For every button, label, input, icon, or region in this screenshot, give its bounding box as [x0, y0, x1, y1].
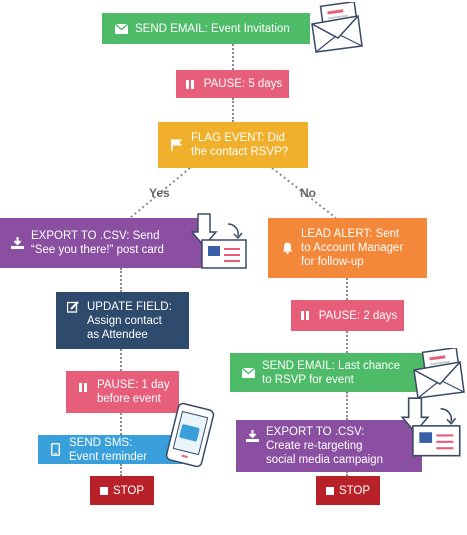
send-sms-node[interactable]: SEND SMS: Event reminder: [38, 435, 182, 464]
stop-icon: [325, 484, 334, 498]
node-label: SEND EMAIL: Last chance to RSVP for even…: [262, 359, 401, 386]
download-icon: [245, 429, 259, 443]
envelope-illustration: [311, 2, 363, 53]
lead-alert-node[interactable]: LEAD ALERT: Sent to Account Manager for …: [268, 218, 427, 278]
branch-label-no: No: [300, 186, 316, 200]
node-label: PAUSE: 1 day before event: [97, 379, 170, 405]
node-label: SEND SMS: Event reminder: [69, 436, 147, 463]
branch-label-yes: Yes: [149, 186, 170, 200]
connector: [120, 268, 122, 292]
pause-1-day-node[interactable]: PAUSE: 1 day before event: [66, 371, 179, 413]
envelope-icon: [114, 22, 128, 36]
node-label: SEND EMAIL: Event Invitation: [135, 22, 290, 35]
smartphone-illustration: [165, 402, 215, 468]
node-label: FLAG EVENT: Did the contact RSVP?: [191, 132, 289, 158]
node-label: STOP: [338, 484, 371, 497]
connector: [120, 464, 122, 476]
send-email-invitation-node[interactable]: SEND EMAIL: Event Invitation: [102, 13, 310, 44]
export-csv-postcard-node[interactable]: EXPORT TO .CSV: Send “See you there!” po…: [0, 218, 208, 268]
pause-icon: [76, 380, 90, 394]
envelope-icon: [241, 366, 255, 380]
pause-icon: [298, 309, 312, 323]
export-csv-retargeting-node[interactable]: EXPORT TO .CSV: Create re-targeting soci…: [236, 420, 422, 472]
postcard-export-illustration: [400, 397, 461, 457]
node-label: LEAD ALERT: Sent to Account Manager for …: [301, 228, 404, 268]
envelope-illustration: [413, 348, 465, 399]
node-label: EXPORT TO .CSV: Send “See you there!” po…: [31, 230, 164, 256]
node-label: UPDATE FIELD: Assign contact as Attendee: [87, 300, 172, 341]
download-icon: [10, 236, 24, 250]
connector: [346, 392, 348, 420]
stop-icon: [99, 484, 108, 498]
pause-2-days-node[interactable]: PAUSE: 2 days: [291, 300, 404, 331]
node-label: EXPORT TO .CSV: Create re-targeting soci…: [266, 426, 383, 466]
flag-icon: [170, 138, 184, 152]
bell-icon: [280, 241, 294, 255]
pause-5-days-node[interactable]: PAUSE: 5 days: [176, 70, 289, 98]
send-email-last-chance-node[interactable]: SEND EMAIL: Last chance to RSVP for even…: [230, 353, 427, 392]
phone-icon: [48, 443, 62, 457]
node-label: PAUSE: 5 days: [203, 78, 283, 90]
stop-right-node[interactable]: STOP: [316, 476, 380, 505]
connector: [346, 331, 348, 353]
stop-left-node[interactable]: STOP: [90, 476, 154, 505]
edit-icon: [66, 300, 80, 314]
connector: [232, 98, 234, 122]
connector: [120, 349, 122, 371]
connector: [346, 278, 348, 300]
node-label: PAUSE: 2 days: [318, 309, 398, 322]
pause-icon: [183, 77, 197, 91]
flag-event-node[interactable]: FLAG EVENT: Did the contact RSVP?: [158, 122, 308, 168]
connector: [120, 413, 122, 435]
connector: [232, 44, 234, 70]
node-label: STOP: [112, 484, 145, 497]
postcard-export-illustration: [190, 213, 247, 269]
update-field-node[interactable]: UPDATE FIELD: Assign contact as Attendee: [56, 292, 189, 349]
